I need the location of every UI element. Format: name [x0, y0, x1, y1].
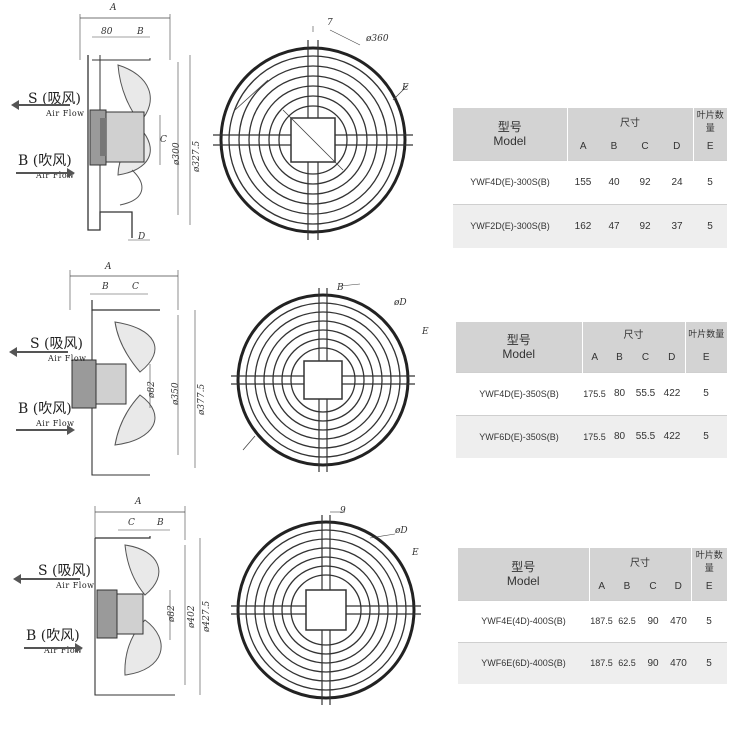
col-e: E — [684, 344, 727, 372]
dim-d: D — [138, 232, 146, 242]
dim-e: E — [402, 83, 409, 93]
col-b: B — [599, 134, 629, 160]
dim-a: A — [110, 3, 117, 13]
blades-header: 叶片数量 — [690, 548, 727, 574]
dim-b-front: B — [337, 283, 344, 293]
fan-section-350: A B C ø82 ø350 ø377.5 B øD E S (吸风)Air F… — [0, 250, 750, 490]
blow-arrow-icon — [16, 168, 75, 178]
size-header: 尺寸 — [566, 108, 693, 134]
dim-phi327: ø327.5 — [192, 140, 202, 172]
blow-arrow-icon — [24, 643, 83, 653]
suction-arrow-icon — [13, 574, 80, 584]
col-a: A — [566, 134, 599, 160]
dim-phi427: ø427.5 — [202, 600, 212, 632]
col-e: E — [692, 134, 727, 160]
col-c: C — [629, 134, 661, 160]
col-d: D — [666, 574, 691, 600]
col-e: E — [690, 574, 727, 600]
dim-b: B — [157, 518, 164, 528]
side-view-drawing — [79, 14, 191, 241]
dim-a: A — [135, 497, 142, 507]
dim-phi300: ø300 — [172, 142, 182, 165]
dim-phi402: ø402 — [187, 605, 197, 628]
dim-phi377: ø377.5 — [197, 383, 207, 415]
fan-section-400: A C B ø82 ø402 ø427.5 9 øD E S (吸风)Air F… — [0, 490, 750, 734]
col-c: C — [632, 344, 659, 372]
col-c: C — [640, 574, 666, 600]
size-header: 尺寸 — [581, 322, 685, 344]
dim-phid: øD — [395, 526, 408, 536]
front-grille-drawing — [231, 511, 421, 705]
dim-e: E — [422, 327, 429, 337]
side-view-drawing — [94, 506, 201, 696]
front-grille-drawing — [213, 26, 413, 240]
table-row: YWF4D(E)-300S(B) 155 40 92 24 5 — [453, 159, 727, 204]
blades-header: 叶片数量 — [692, 108, 727, 134]
dim-80: 80 — [101, 27, 113, 37]
dim-7: 7 — [327, 18, 333, 28]
suction-flow-label: S (吸风)Air Flow — [28, 91, 85, 118]
dim-c: C — [128, 518, 135, 528]
col-b: B — [607, 344, 632, 372]
suction-flow-label: S (吸风)Air Flow — [38, 563, 95, 590]
blow-flow-label: B (吹风)Air Flow — [26, 628, 83, 655]
col-d: D — [661, 134, 693, 160]
suction-flow-label: S (吸风)Air Flow — [30, 336, 87, 363]
dim-phid: øD — [394, 298, 407, 308]
table-row: YWF6E(6D)-400S(B) 187.5 62.5 90 470 5 — [458, 641, 727, 684]
suction-arrow-icon — [11, 100, 70, 110]
dim-phi350: ø350 — [171, 382, 181, 405]
blades-header: 叶片数量 — [684, 322, 727, 344]
col-b: B — [614, 574, 640, 600]
table-row: YWF4D(E)-350S(B) 175.5 80 55.5 422 5 — [456, 371, 727, 415]
dim-b: B — [137, 27, 144, 37]
dim-c: C — [132, 282, 139, 292]
dim-b: B — [102, 282, 109, 292]
dim-e: E — [412, 548, 419, 558]
col-a: A — [588, 574, 614, 600]
blow-flow-label: B (吹风)Air Flow — [18, 401, 75, 428]
front-grille-drawing — [231, 283, 415, 472]
col-d: D — [659, 344, 685, 372]
dim-phi82: ø82 — [147, 381, 157, 398]
col-a: A — [581, 344, 607, 372]
fan-section-300: A 80 B C D ø300 ø327.5 7 ø360 E S (吸风)Ai… — [0, 0, 750, 250]
dim-phi360: ø360 — [366, 34, 389, 44]
dim-a: A — [105, 262, 112, 272]
blow-flow-label: B (吹风)Air Flow — [18, 153, 75, 180]
table-row: YWF2D(E)-300S(B) 162 47 92 37 5 — [453, 203, 727, 248]
blow-arrow-icon — [16, 425, 75, 435]
dim-phi82: ø82 — [167, 605, 177, 622]
table-row: YWF6D(E)-350S(B) 175.5 80 55.5 422 5 — [456, 414, 727, 458]
table-row: YWF4E(4D)-400S(B) 187.5 62.5 90 470 5 — [458, 599, 727, 642]
size-header: 尺寸 — [588, 548, 691, 574]
dim-9: 9 — [340, 506, 346, 516]
dim-c: C — [160, 135, 167, 145]
side-view-drawing — [69, 270, 196, 476]
suction-arrow-icon — [9, 347, 68, 357]
